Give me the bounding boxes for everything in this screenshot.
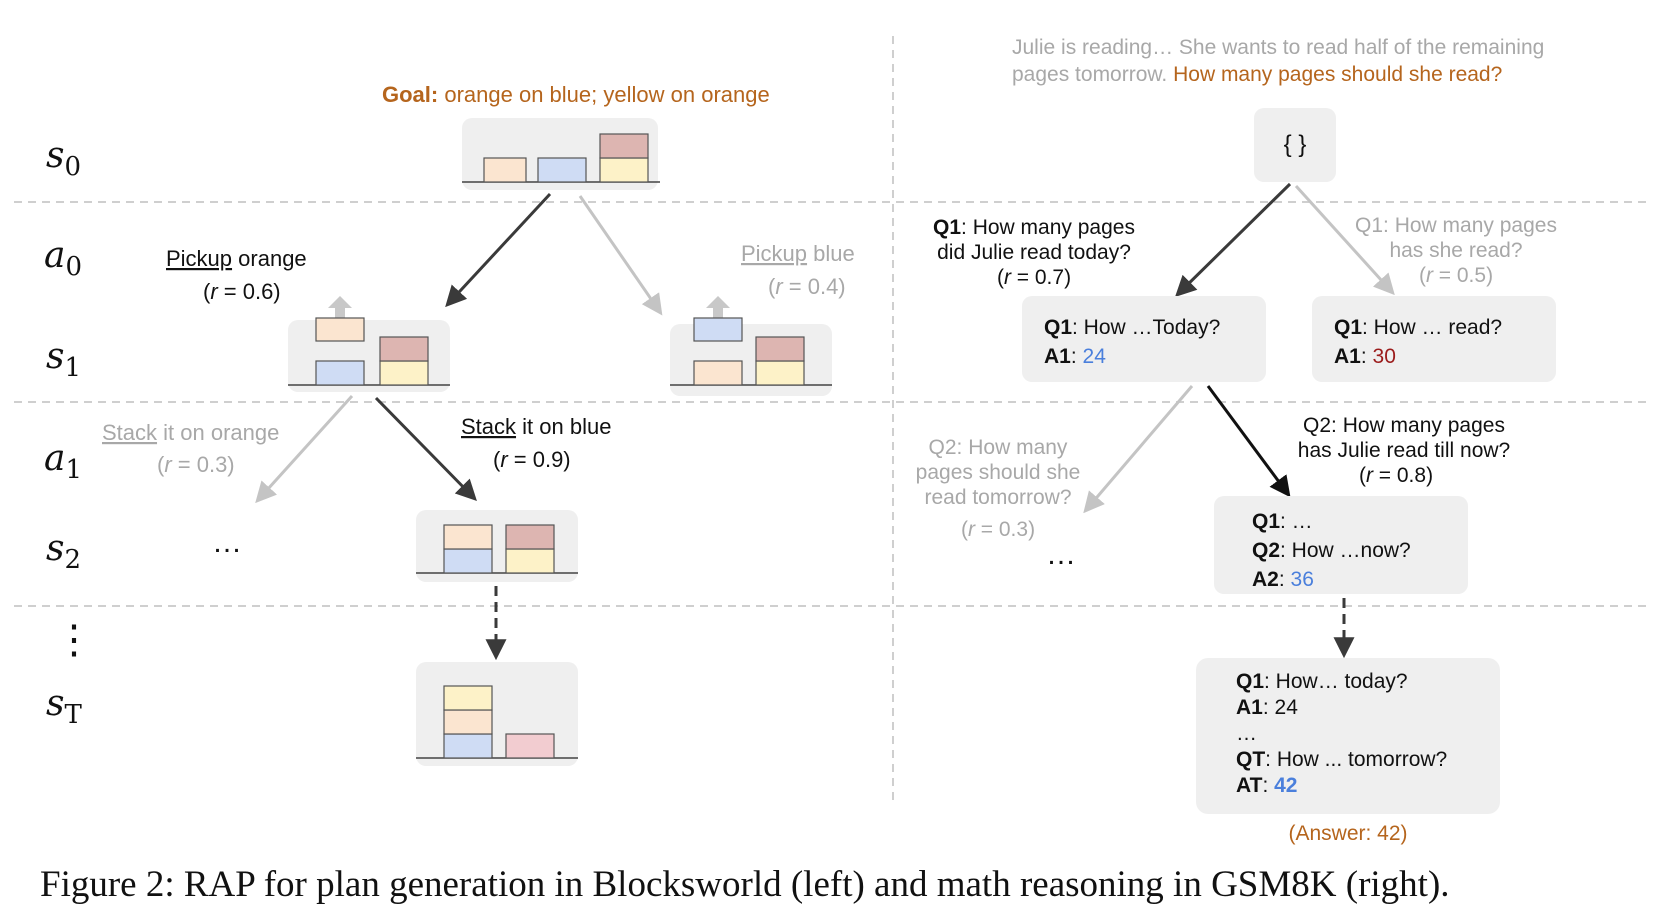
svg-text:Q1: How …Today?: Q1: How …Today?: [1044, 316, 1220, 339]
row-labels: s0 a0 s1 a1 s2 ⋮ sT: [44, 135, 94, 730]
svg-text:A1: 30: A1: 30: [1334, 345, 1396, 368]
svg-text:Q1: How… today?: Q1: How… today?: [1236, 670, 1408, 693]
red-block: [599, 133, 649, 159]
action-stack-orange: Stack it on orange: [102, 420, 279, 445]
arrow-pickup-orange: [445, 192, 552, 308]
svg-text:(r = 0.7): (r = 0.7): [997, 266, 1071, 289]
arrow-q1-chosen: [1175, 182, 1292, 297]
q1-other-label: Q1: How many pages has she read? (r = 0.…: [1355, 214, 1557, 287]
svg-text:pages should she: pages should she: [916, 461, 1081, 484]
blue-block: [693, 317, 743, 342]
row-label-a1: a1: [44, 438, 82, 485]
state-s1-left: [288, 296, 450, 392]
arrow-stack-orange: [255, 394, 354, 504]
svg-text:Q1: How many pages: Q1: How many pages: [933, 216, 1135, 239]
svg-text:(r = 0.5): (r = 0.5): [1419, 264, 1493, 287]
final-answer: (Answer: 42): [1288, 822, 1407, 845]
state-s0: [462, 118, 660, 190]
ellipsis-right: …: [1046, 538, 1076, 571]
arrow-q2-chosen: [1206, 385, 1291, 498]
lift-arrow-icon: [706, 296, 730, 318]
svg-text:QT: How ... tomorrow?: QT: How ... tomorrow?: [1236, 748, 1447, 771]
red-block: [379, 336, 429, 362]
svg-text:did Julie read today?: did Julie read today?: [937, 241, 1131, 264]
arrow-pickup-blue: [578, 195, 663, 316]
svg-text:has she read?: has she read?: [1389, 239, 1522, 262]
orange-block: [315, 317, 365, 342]
orange-block: [693, 360, 743, 386]
lift-arrow-icon: [328, 296, 352, 318]
row-label-s0: s0: [46, 135, 81, 182]
orange-block: [483, 157, 527, 183]
node-q2-a2-36: Q1: … Q2: How …now? A2: 36: [1214, 496, 1468, 594]
arrow-stack-blue: [374, 396, 477, 501]
svg-text:…: …: [1236, 722, 1257, 745]
state-sT: [416, 662, 578, 766]
row-label-sT: sT: [46, 683, 82, 730]
action-pickup-orange: Pickup orange: [166, 246, 307, 271]
svg-text:Q2: How many: Q2: How many: [929, 436, 1068, 459]
state-s2: [416, 510, 578, 582]
svg-text:read tomorrow?: read tomorrow?: [924, 486, 1071, 509]
arrow-q2-other: [1083, 385, 1194, 514]
svg-text:A1: 24: A1: 24: [1236, 696, 1298, 719]
pink-block: [505, 733, 555, 759]
goal-text: Goal: orange on blue; yellow on orange: [382, 82, 770, 107]
reward-stack-blue: (r = 0.9): [493, 447, 571, 472]
reward-pickup-blue: (r = 0.4): [768, 274, 846, 299]
svg-text:has Julie read till now?: has Julie read till now?: [1298, 439, 1510, 462]
yellow-block: [755, 360, 805, 386]
svg-text:(r = 0.8): (r = 0.8): [1359, 464, 1433, 487]
figure-caption: Figure 2: RAP for plan generation in Blo…: [40, 864, 1450, 905]
svg-text:(r = 0.3): (r = 0.3): [961, 518, 1035, 541]
svg-text:AT: 42: AT: 42: [1236, 774, 1297, 797]
question-line-2: pages tomorrow. How many pages should sh…: [1012, 63, 1502, 86]
q2-chosen-label: Q2: How many pages has Julie read till n…: [1298, 414, 1510, 487]
state-s1-right: [670, 296, 832, 396]
action-stack-blue: Stack it on blue: [461, 414, 611, 439]
action-pickup-blue: Pickup blue: [741, 241, 855, 266]
reward-pickup-orange: (r = 0.6): [203, 279, 281, 304]
svg-text:A2: 36: A2: 36: [1252, 568, 1314, 591]
row-label-vdots: ⋮: [54, 617, 94, 663]
orange-block: [443, 524, 493, 550]
svg-text:{ }: { }: [1284, 131, 1307, 158]
node-q1-a1-30: Q1: How … read? A1: 30: [1312, 296, 1556, 382]
question-line-1: Julie is reading… She wants to read half…: [1012, 36, 1544, 59]
q1-chosen-label: Q1: How many pages did Julie read today?…: [933, 216, 1135, 289]
svg-text:Q1: How … read?: Q1: How … read?: [1334, 316, 1502, 339]
root-node: { }: [1254, 108, 1336, 182]
q2-other-label: Q2: How many pages should she read tomor…: [916, 436, 1081, 541]
node-final: Q1: How… today? A1: 24 … QT: How ... tom…: [1196, 658, 1500, 814]
svg-text:Q2: How many pages: Q2: How many pages: [1303, 414, 1505, 437]
red-block: [505, 524, 555, 550]
yellow-block: [379, 360, 429, 386]
row-label-s2: s2: [46, 528, 81, 575]
ellipsis-left: …: [212, 526, 242, 559]
grid-lines: [14, 36, 1652, 800]
row-label-a0: a0: [44, 235, 82, 282]
row-label-s1: s1: [46, 336, 81, 383]
yellow-block: [443, 685, 493, 711]
svg-text:Q1: How many pages: Q1: How many pages: [1355, 214, 1557, 237]
red-block: [755, 336, 805, 362]
yellow-block: [505, 548, 555, 574]
svg-text:Q1: …: Q1: …: [1252, 510, 1313, 533]
blocksworld-panel: Goal: orange on blue; yellow on orange P…: [102, 82, 855, 766]
gsm8k-panel: Julie is reading… She wants to read half…: [916, 36, 1557, 845]
svg-text:A1: 24: A1: 24: [1044, 345, 1106, 368]
blue-block: [315, 360, 365, 386]
arrow-q1-other: [1294, 184, 1395, 296]
orange-block: [443, 709, 493, 735]
blue-block: [443, 548, 493, 574]
yellow-block: [599, 157, 649, 183]
blue-block: [537, 157, 587, 183]
blue-block: [443, 733, 493, 759]
svg-text:Q2: How …now?: Q2: How …now?: [1252, 539, 1411, 562]
reward-stack-orange: (r = 0.3): [157, 452, 235, 477]
node-q1-a1-24: Q1: How …Today? A1: 24: [1022, 296, 1266, 382]
